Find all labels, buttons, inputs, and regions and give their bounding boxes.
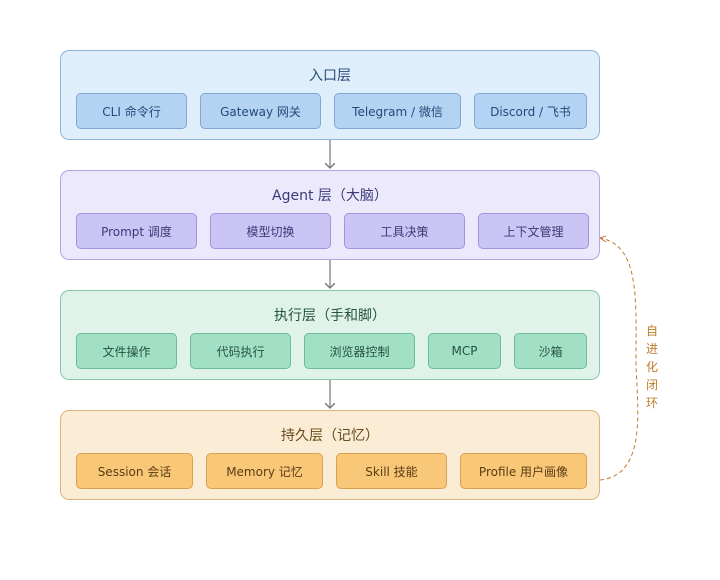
agent-item-prompt: Prompt 调度: [76, 213, 197, 249]
entry-item-telegram: Telegram / 微信: [334, 93, 461, 129]
agent-item-tool-decision: 工具决策: [344, 213, 465, 249]
self-evolution-loop-label: 自进化闭环: [645, 324, 658, 410]
agent-item-context: 上下文管理: [478, 213, 589, 249]
exec-item-browser: 浏览器控制: [304, 333, 415, 369]
agent-layer: Agent 层（大脑） Prompt 调度 模型切换 工具决策 上下文管理: [60, 170, 600, 260]
exec-item-file-ops: 文件操作: [76, 333, 177, 369]
persist-item-session: Session 会话: [76, 453, 193, 489]
persistence-layer-title: 持久层（记忆）: [281, 428, 379, 444]
exec-item-code-exec: 代码执行: [190, 333, 291, 369]
entry-item-cli: CLI 命令行: [76, 93, 187, 129]
execution-layer-title: 执行层（手和脚）: [274, 308, 386, 324]
persist-item-profile: Profile 用户画像: [460, 453, 587, 489]
entry-layer-title: 入口层: [309, 68, 351, 84]
entry-layer: 入口层 CLI 命令行 Gateway 网关 Telegram / 微信 Dis…: [60, 50, 600, 140]
entry-item-gateway: Gateway 网关: [200, 93, 321, 129]
entry-item-discord: Discord / 飞书: [474, 93, 587, 129]
exec-item-sandbox: 沙箱: [514, 333, 587, 369]
loop-arrowhead: [598, 235, 607, 243]
persist-item-memory: Memory 记忆: [206, 453, 323, 489]
persistence-layer: 持久层（记忆） Session 会话 Memory 记忆 Skill 技能 Pr…: [60, 410, 600, 500]
agent-layer-title: Agent 层（大脑）: [272, 188, 388, 204]
self-evolution-loop-arrow: [599, 237, 639, 481]
persist-item-skill: Skill 技能: [336, 453, 447, 489]
execution-layer: 执行层（手和脚） 文件操作 代码执行 浏览器控制 MCP 沙箱: [60, 290, 600, 380]
agent-item-model-switch: 模型切换: [210, 213, 331, 249]
exec-item-mcp: MCP: [428, 333, 501, 369]
